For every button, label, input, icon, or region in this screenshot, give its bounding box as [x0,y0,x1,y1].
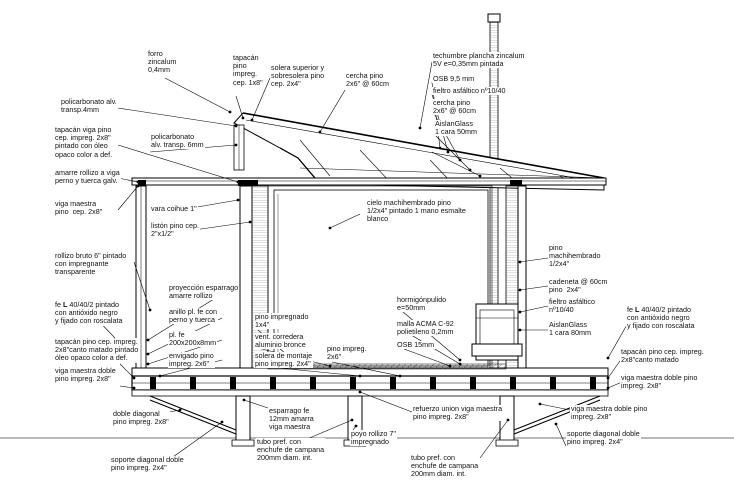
fe-rest: 40/40/2 pintado con antióxido negro y fi… [55,300,123,326]
label-amarre: amarre rollizo a viga perno y tuerca gal… [54,168,121,186]
label-cercha-top: cercha pino 2x6" @ 60cm [345,71,391,89]
label-hormigon: hormigónpulido e=50mm [396,295,448,313]
label-pino-machihembrado: pino machihembrado 1/2x4" [548,243,602,269]
label-viga-doble-right: viga maestra doble pino impreg. 2x8" [620,373,699,391]
label-viga-doble-left: viga maestra doble pino impreg. 2x8" [54,366,117,384]
label-aislanglass-roof: AislanGlass 1 cara 50mm [434,119,478,137]
label-tubo-1: tubo pref. con enchufe de campana 200mm … [256,437,326,463]
arrowheads [130,110,610,428]
label-forro: forro zincalum 0,4mm [147,49,178,75]
label-solera-superior: solera superior y sobresolera pino cep. … [270,63,326,89]
label-proyeccion: proyección esparrago amarre rollizo [168,283,240,301]
label-tapacan-bottom-right: tapacán pino cep. impreg. 2x8"canto mata… [620,347,705,365]
fe-prefix: fe [55,300,63,309]
label-doble-diagonal: doble diagonal pino impreg. 2x8" [112,409,170,427]
label-policarbonato-4mm: policarbonato alv. transp.4mm [60,97,118,115]
floor-platform [131,363,609,397]
label-cadeneta: cadeneta @ 60cm pino 2x4" [548,277,609,295]
label-rollizo: rollizo bruto 6" pintado con impregnante… [54,251,128,277]
label-cielo: cielo machihembrado pino 1/2x4" pintado … [366,198,467,224]
label-viga-maestra-left: viga maestra pino cep. 2x8" [54,199,104,217]
label-tubo-2: tubo pref. con enchufe de campana 200mm … [410,453,480,479]
label-tapacan-left: tapacán viga pino cep. impreg. 2x8" pint… [54,125,114,159]
label-fieltro-wall: fieltro asfáltico nº10/40 [548,297,596,315]
label-policarbonato-6mm: policarbonato alv. transp. 6mm [150,132,205,150]
label-soporte-left: soporte diagonal doble pino impreg. 2x4" [110,455,185,473]
label-fieltro-roof: fieltro asfáltico nº10/40 [432,86,507,96]
stove [471,303,523,361]
angle-symbol: L [635,305,640,314]
label-refuerzo: refuerzo union viga maestra pino impreg.… [412,404,504,422]
label-soporte-right: soporte diagonal doble pino impreg. 2x4" [566,429,641,447]
ceiling-eave [131,177,607,186]
label-pino-impregnado: pino impregnado 1x4" [254,312,310,330]
label-fe-angle-left: fe L 40/40/2 pintado con antióxido negro… [54,300,124,326]
label-aislanglass-wall: AislanGlass 1 cara 80mm [548,320,592,338]
label-esparrago: esparrago fe 12mm amarra viga maestra [268,406,315,432]
label-poyo: poyo rollizo 7" impregnado [350,429,397,447]
label-cercha-right: cercha pino 2x6" @ 60cm [432,98,478,116]
fe-rest: 40/40/2 pintado con antióxido negro y fi… [627,305,695,331]
label-viga-doble-right2: viga maestra doble pino impreg. 2x8" [570,404,649,422]
label-tapacan-bottom-left: tapacán pino cep. impreg. 2x8"canto mata… [54,337,140,363]
label-pino-2x6: pino impreg. 2x6" [326,344,368,362]
label-tapacan-top: tapacán pino impreg. cep. 1x8" [232,53,264,87]
fe-prefix: fe [627,305,635,314]
label-fe-angle-right: fe L 40/40/2 pintado con antióxido negro… [626,305,696,331]
label-malla: malla ACMA C-92 polietileno 0,2mm [396,319,455,337]
label-pl-fe: pl. fe 200x200x8mm [168,330,218,348]
label-techumbre: techumbre plancha zincalum 5V e=0,35mm p… [432,51,526,69]
label-liston: listón pino cep. 2"x1/2" [150,221,200,239]
angle-symbol: L [63,300,68,309]
label-osb-floor: OSB 15mm [396,340,436,350]
label-solera-montaje: solera de montaje pino impreg. 2x4" [254,351,314,369]
label-vent: vent. corredera aluminio bronce [254,332,307,350]
label-osb-roof: OSB 9,5 mm [432,74,476,84]
leader-lines [93,61,633,463]
label-vara: vara coihue 1" [150,204,198,214]
label-envigado: envigado pino impreg. 2x6" [168,351,215,369]
label-anillo: anillo pl. fe con perno y tuerca [168,307,218,325]
